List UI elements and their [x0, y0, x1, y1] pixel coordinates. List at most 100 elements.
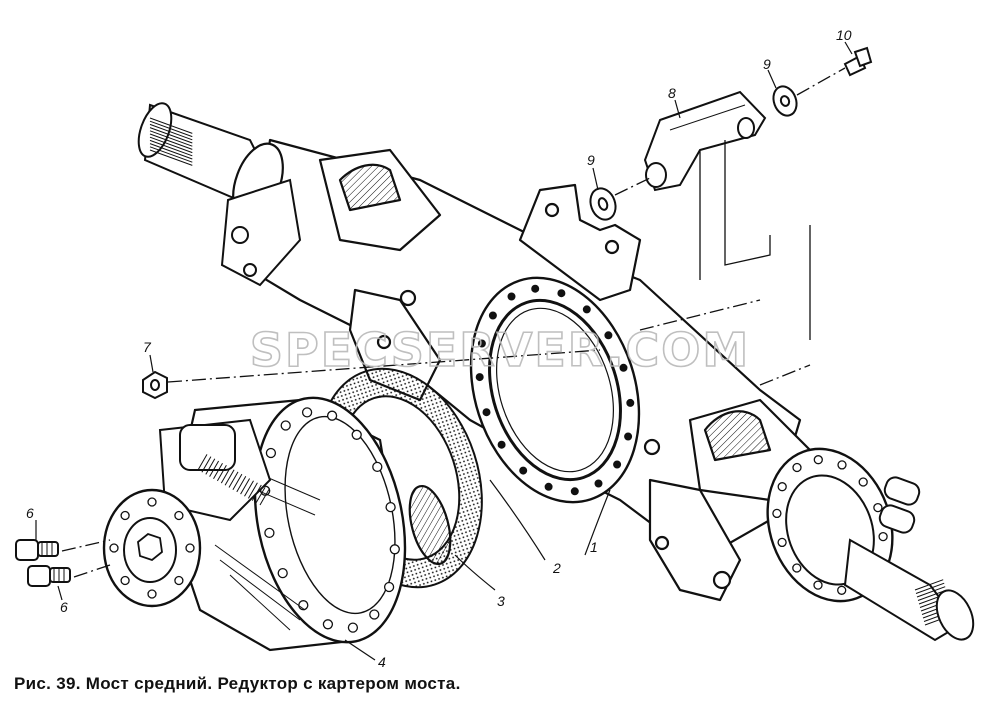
- callout-6a: 6: [26, 505, 34, 521]
- bolt-hole: [488, 311, 497, 320]
- spline-tooth: [201, 456, 212, 473]
- bolt-hole: [624, 432, 633, 441]
- bolt-hole: [174, 510, 184, 521]
- bolt-hole: [604, 331, 613, 340]
- callout-2: 2: [552, 560, 561, 576]
- callout-8: 8: [668, 85, 676, 101]
- spline-tooth: [149, 133, 193, 150]
- bolt-hole: [109, 543, 119, 553]
- spline-tooth: [205, 458, 216, 475]
- bolt-6b: [27, 565, 71, 587]
- spline-tooth: [149, 127, 193, 144]
- spline-tooth: [247, 482, 258, 499]
- bolt-hole: [277, 567, 288, 579]
- bolt-hole: [594, 479, 603, 488]
- bolt-hole: [837, 585, 847, 595]
- bolt-hole: [383, 581, 395, 593]
- bolt-hole: [120, 575, 130, 586]
- spline-tooth: [236, 476, 247, 493]
- bolt-hole: [264, 527, 275, 539]
- spline-tooth: [224, 469, 235, 486]
- spline-tooth: [259, 489, 270, 506]
- bolt-hole: [619, 363, 628, 372]
- bolt-hole: [265, 447, 277, 459]
- bolt-hole: [301, 407, 313, 418]
- watermark: SPECSERVER.COM: [250, 323, 750, 377]
- callout-7: 7: [143, 339, 152, 355]
- bolt-hole: [777, 482, 787, 492]
- washer-9a: [589, 187, 617, 221]
- input-flange: [102, 418, 272, 608]
- spline-tooth: [255, 486, 266, 504]
- bracket-guide-lines: [699, 140, 811, 340]
- spline-tooth: [149, 139, 193, 157]
- spline-tooth: [197, 454, 208, 471]
- bolt-hole: [873, 502, 883, 513]
- spline-tooth: [240, 478, 251, 495]
- bolt-hole: [385, 501, 396, 513]
- spline-tooth: [149, 143, 193, 160]
- spline-tooth: [216, 465, 227, 482]
- right-axle-hub: [766, 447, 975, 642]
- spline-tooth: [244, 480, 254, 497]
- spline-tooth: [149, 149, 193, 166]
- bolt-hole: [372, 461, 383, 473]
- spline-tooth: [209, 460, 220, 477]
- callout-4: 4: [378, 654, 386, 670]
- bolt-hole: [477, 339, 486, 348]
- spline-tooth: [915, 582, 945, 594]
- spline-tooth: [149, 120, 193, 138]
- bolt-hole: [369, 609, 380, 620]
- bracket-part-8: [643, 90, 767, 192]
- bolt-hole: [792, 462, 802, 473]
- housing-flange: [469, 276, 641, 504]
- spline-tooth: [213, 462, 223, 480]
- callout-9a: 9: [587, 152, 595, 168]
- figure-caption: Рис. 39. Мост средний. Редуктор с картер…: [14, 674, 461, 693]
- callout-6b: 6: [60, 599, 68, 615]
- bolt-hole: [507, 292, 516, 301]
- bolt-hole: [519, 466, 528, 475]
- bolt-hole: [878, 531, 888, 542]
- bolt-hole: [185, 543, 195, 553]
- bolt-hole: [858, 477, 868, 487]
- left-axle-shaft: [137, 102, 302, 287]
- bolt-6a: [15, 539, 59, 561]
- bolt-hole: [582, 305, 591, 314]
- bolt-hole: [497, 440, 506, 449]
- bolt-hole: [322, 619, 334, 630]
- bolt-hole: [837, 460, 847, 470]
- bolt-hole: [351, 429, 362, 440]
- callout-10: 10: [836, 27, 852, 43]
- bolt-hole: [792, 563, 802, 573]
- spline-tooth: [149, 146, 193, 163]
- spline-tooth: [916, 586, 946, 598]
- bolt-hole: [570, 487, 579, 496]
- callouts: 1 2 3 4 6 6 7 8 9 9 10: [26, 27, 852, 670]
- spline-tooth: [251, 484, 262, 501]
- spline-tooth: [232, 473, 243, 490]
- bolt-hole: [147, 589, 157, 599]
- leader-lines: [35, 41, 853, 661]
- bolt-hole: [475, 373, 484, 382]
- flange-bolt-holes: [475, 284, 635, 496]
- bolt-hole: [777, 537, 787, 548]
- spline-tooth: [149, 117, 193, 134]
- bolt-hole: [613, 460, 622, 469]
- callout-9b: 9: [763, 56, 771, 72]
- bolt-hole: [389, 544, 400, 555]
- bolt-hole: [326, 410, 338, 421]
- callout-1: 1: [590, 539, 598, 555]
- bolt-hole: [772, 508, 782, 519]
- bolt-hole: [813, 580, 823, 590]
- bolt-hole: [147, 497, 157, 507]
- spline-tooth: [220, 467, 231, 484]
- spline-tooth: [149, 136, 193, 154]
- washer-9b: [772, 85, 798, 117]
- nut-7: [142, 370, 168, 400]
- bolt-hole: [531, 284, 540, 293]
- spline-tooth: [149, 123, 193, 141]
- bolt-hole: [557, 289, 566, 298]
- spline-tooth: [228, 471, 239, 488]
